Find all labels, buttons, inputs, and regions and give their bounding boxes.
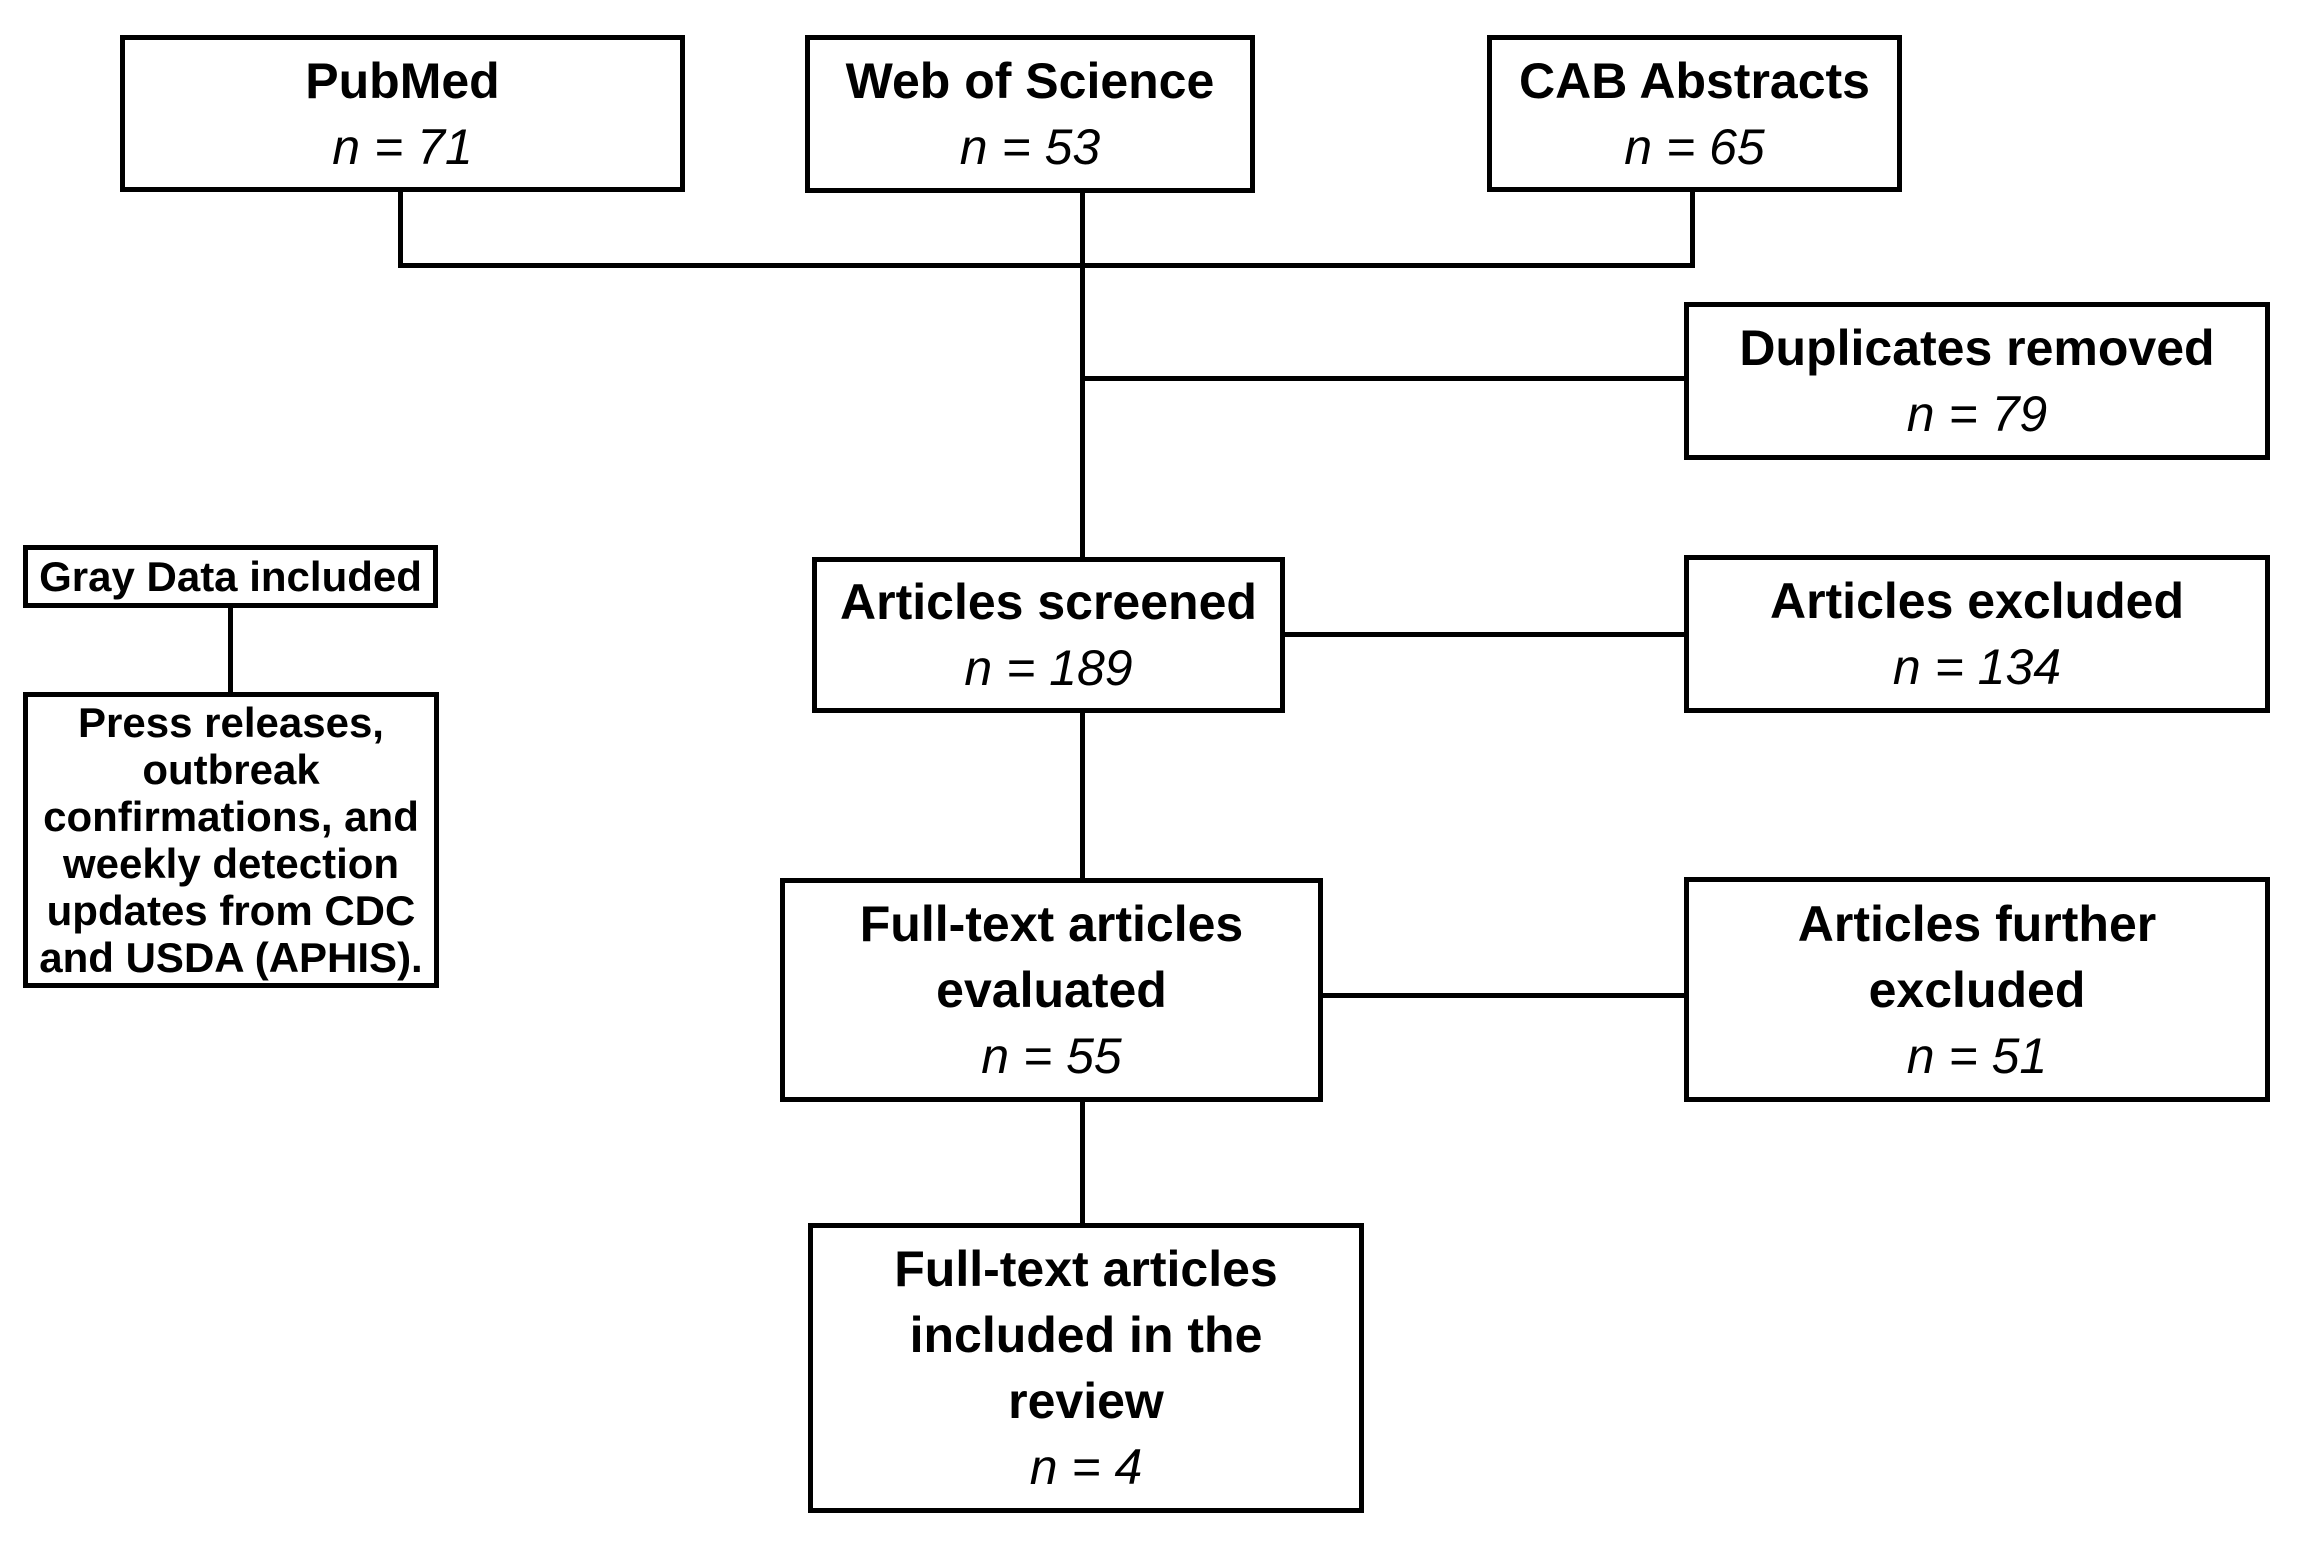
box-pubmed-label: PubMed: [305, 52, 500, 109]
connector-to-duplicates: [1082, 376, 1684, 381]
box-gray-data-detail-label: Press releases, outbreak confirmations, …: [39, 699, 423, 981]
box-articles-further-excluded-count: n = 51: [1906, 1027, 2048, 1084]
box-gray-data-included-label: Gray Data included: [39, 552, 422, 600]
box-articles-excluded-count: n = 134: [1892, 639, 2062, 695]
box-articles-further-excluded-label: Articles further excluded: [1797, 895, 2157, 1018]
box-duplicates-removed-count: n = 79: [1906, 386, 2048, 442]
box-duplicates-removed-label: Duplicates removed: [1739, 320, 2215, 376]
box-web-of-science: Web of Science n = 53: [805, 35, 1255, 193]
box-gray-data-included: Gray Data included: [23, 545, 438, 608]
box-fulltext-included: Full-text articles included in the revie…: [808, 1223, 1364, 1513]
connector-to-further-excluded: [1323, 993, 1684, 998]
box-fulltext-evaluated-label: Full-text articles evaluated: [859, 896, 1244, 1018]
connector-cab-drop: [1690, 192, 1695, 268]
box-articles-screened: Articles screened n = 189: [812, 557, 1285, 713]
box-web-of-science-count: n = 53: [959, 119, 1101, 175]
box-cab-abstracts-count: n = 65: [1624, 118, 1765, 175]
box-articles-excluded-label: Articles excluded: [1769, 573, 2185, 629]
box-duplicates-removed: Duplicates removed n = 79: [1684, 302, 2270, 460]
connector-collector: [398, 263, 1695, 268]
connector-pubmed-drop: [398, 192, 403, 268]
box-articles-excluded: Articles excluded n = 134: [1684, 555, 2270, 713]
box-fulltext-included-label: Full-text articles included in the revie…: [894, 1241, 1278, 1429]
box-fulltext-included-count: n = 4: [1029, 1439, 1143, 1495]
box-gray-data-detail: Press releases, outbreak confirmations, …: [23, 692, 439, 988]
connector-spine-2: [1080, 713, 1085, 881]
box-articles-further-excluded: Articles further excluded n = 51: [1684, 877, 2270, 1102]
connector-to-excluded: [1285, 632, 1684, 637]
box-fulltext-evaluated-count: n = 55: [981, 1028, 1122, 1084]
box-pubmed: PubMed n = 71: [120, 35, 685, 192]
box-cab-abstracts-label: CAB Abstracts: [1518, 52, 1870, 109]
connector-gray-drop: [228, 608, 233, 695]
box-cab-abstracts: CAB Abstracts n = 65: [1487, 35, 1902, 192]
connector-spine-3: [1080, 1102, 1085, 1226]
box-pubmed-count: n = 71: [332, 118, 473, 175]
box-articles-screened-count: n = 189: [964, 640, 1133, 696]
box-web-of-science-label: Web of Science: [845, 53, 1215, 109]
box-articles-screened-label: Articles screened: [840, 574, 1257, 630]
box-fulltext-evaluated: Full-text articles evaluated n = 55: [780, 878, 1323, 1102]
